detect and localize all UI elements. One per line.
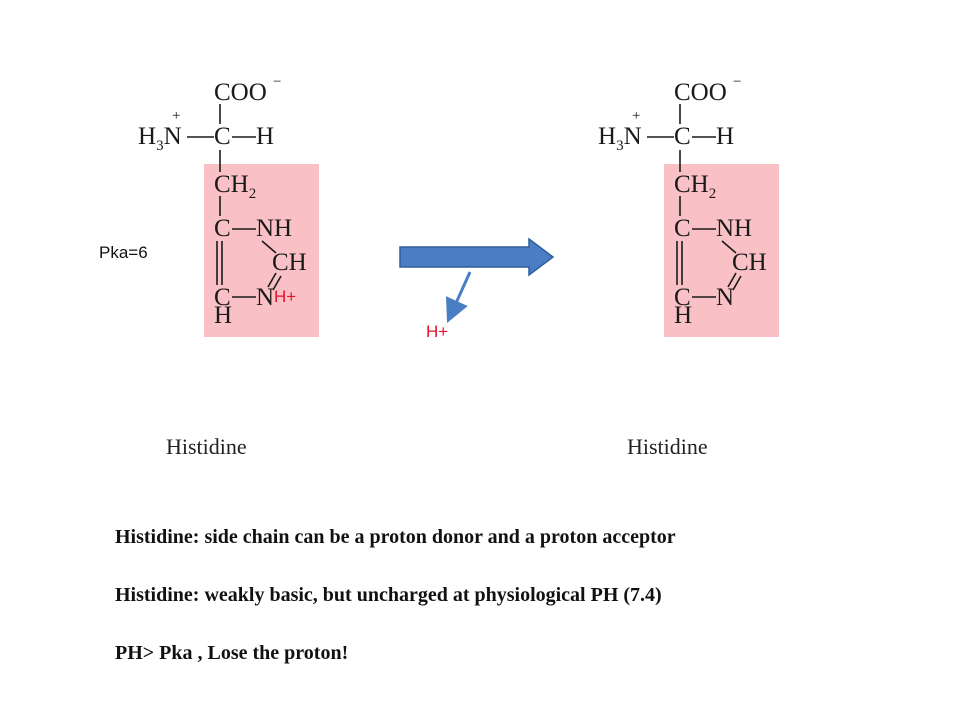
left-carboxylate-charge: − [273, 74, 282, 90]
released-proton-label: H+ [426, 322, 449, 341]
right-amine-charge: + [632, 108, 641, 124]
statement-donor-acceptor: Histidine: side chain can be a proton do… [115, 526, 676, 548]
right-ring-nitrogen: N [716, 284, 735, 311]
proton-release-arrow-icon [445, 271, 472, 323]
right-amine-group: H3N [598, 123, 642, 154]
reaction-arrow-icon [399, 237, 555, 277]
left-ring-carbon-top: C [214, 215, 231, 242]
left-amine-group: H3N [138, 123, 182, 154]
right-caption: Histidine [627, 434, 708, 459]
statement-weakly-basic: Histidine: weakly basic, but uncharged a… [115, 584, 662, 606]
right-ring-carbon-top: C [674, 215, 691, 242]
right-ring-nh: NH [716, 215, 753, 242]
pka-label: Pka=6 [99, 243, 148, 262]
right-ch2-group: CH2 [674, 171, 717, 202]
right-side-chain-highlight [664, 164, 779, 337]
left-ring-ch: CH [272, 249, 307, 276]
statement-lose-proton: PH> Pka , Lose the proton! [115, 642, 349, 664]
right-ring-hydrogen: H [674, 302, 693, 329]
left-ring-carbon-bottom: C [214, 284, 231, 311]
right-alpha-hydrogen: H [716, 123, 735, 150]
left-alpha-hydrogen: H [256, 123, 275, 150]
left-ring-nh: NH [256, 215, 293, 242]
left-amine-charge: + [172, 108, 181, 124]
right-carboxylate-charge: − [733, 74, 742, 90]
left-caption: Histidine [166, 434, 247, 459]
right-ring-carbon-bottom: C [674, 284, 691, 311]
right-ring-ch: CH [732, 249, 767, 276]
left-alpha-carbon: C [214, 123, 231, 150]
left-coo-group: COO [214, 79, 267, 106]
left-side-chain-highlight [204, 164, 319, 337]
right-coo-group: COO [674, 79, 727, 106]
left-ring-hydrogen: H [214, 302, 233, 329]
right-alpha-carbon: C [674, 123, 691, 150]
left-added-proton: H+ [274, 287, 297, 306]
left-ring-nitrogen: N [256, 284, 275, 311]
left-ch2-group: CH2 [214, 171, 257, 202]
